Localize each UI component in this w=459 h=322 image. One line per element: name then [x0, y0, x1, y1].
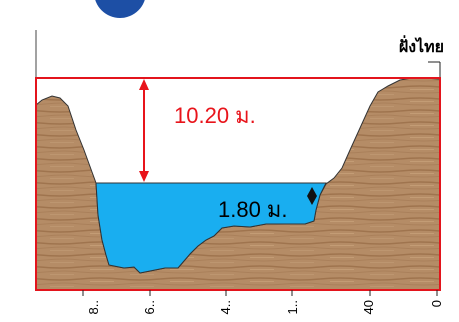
x-tick-label: 6.. — [142, 300, 157, 314]
x-tick-label: 0 — [429, 300, 444, 307]
depth-arrow — [139, 79, 149, 182]
x-tick-label: 8.. — [86, 300, 101, 314]
river-water — [95, 182, 327, 274]
bank-label: ฝั่งไทย — [399, 35, 444, 56]
x-axis-ticks — [82, 290, 438, 296]
water-depth-marker — [307, 187, 317, 205]
bank-depth-label: 10.20 ม. — [174, 103, 256, 128]
badge-circle — [95, 0, 145, 18]
x-tick-label: 1.. — [285, 300, 300, 314]
bank-level-frame — [35, 77, 441, 291]
x-tick-label: 4.. — [218, 300, 233, 314]
x-tick-label: 40 — [361, 300, 376, 314]
water-level-label: 1.80 ม. — [218, 197, 288, 222]
